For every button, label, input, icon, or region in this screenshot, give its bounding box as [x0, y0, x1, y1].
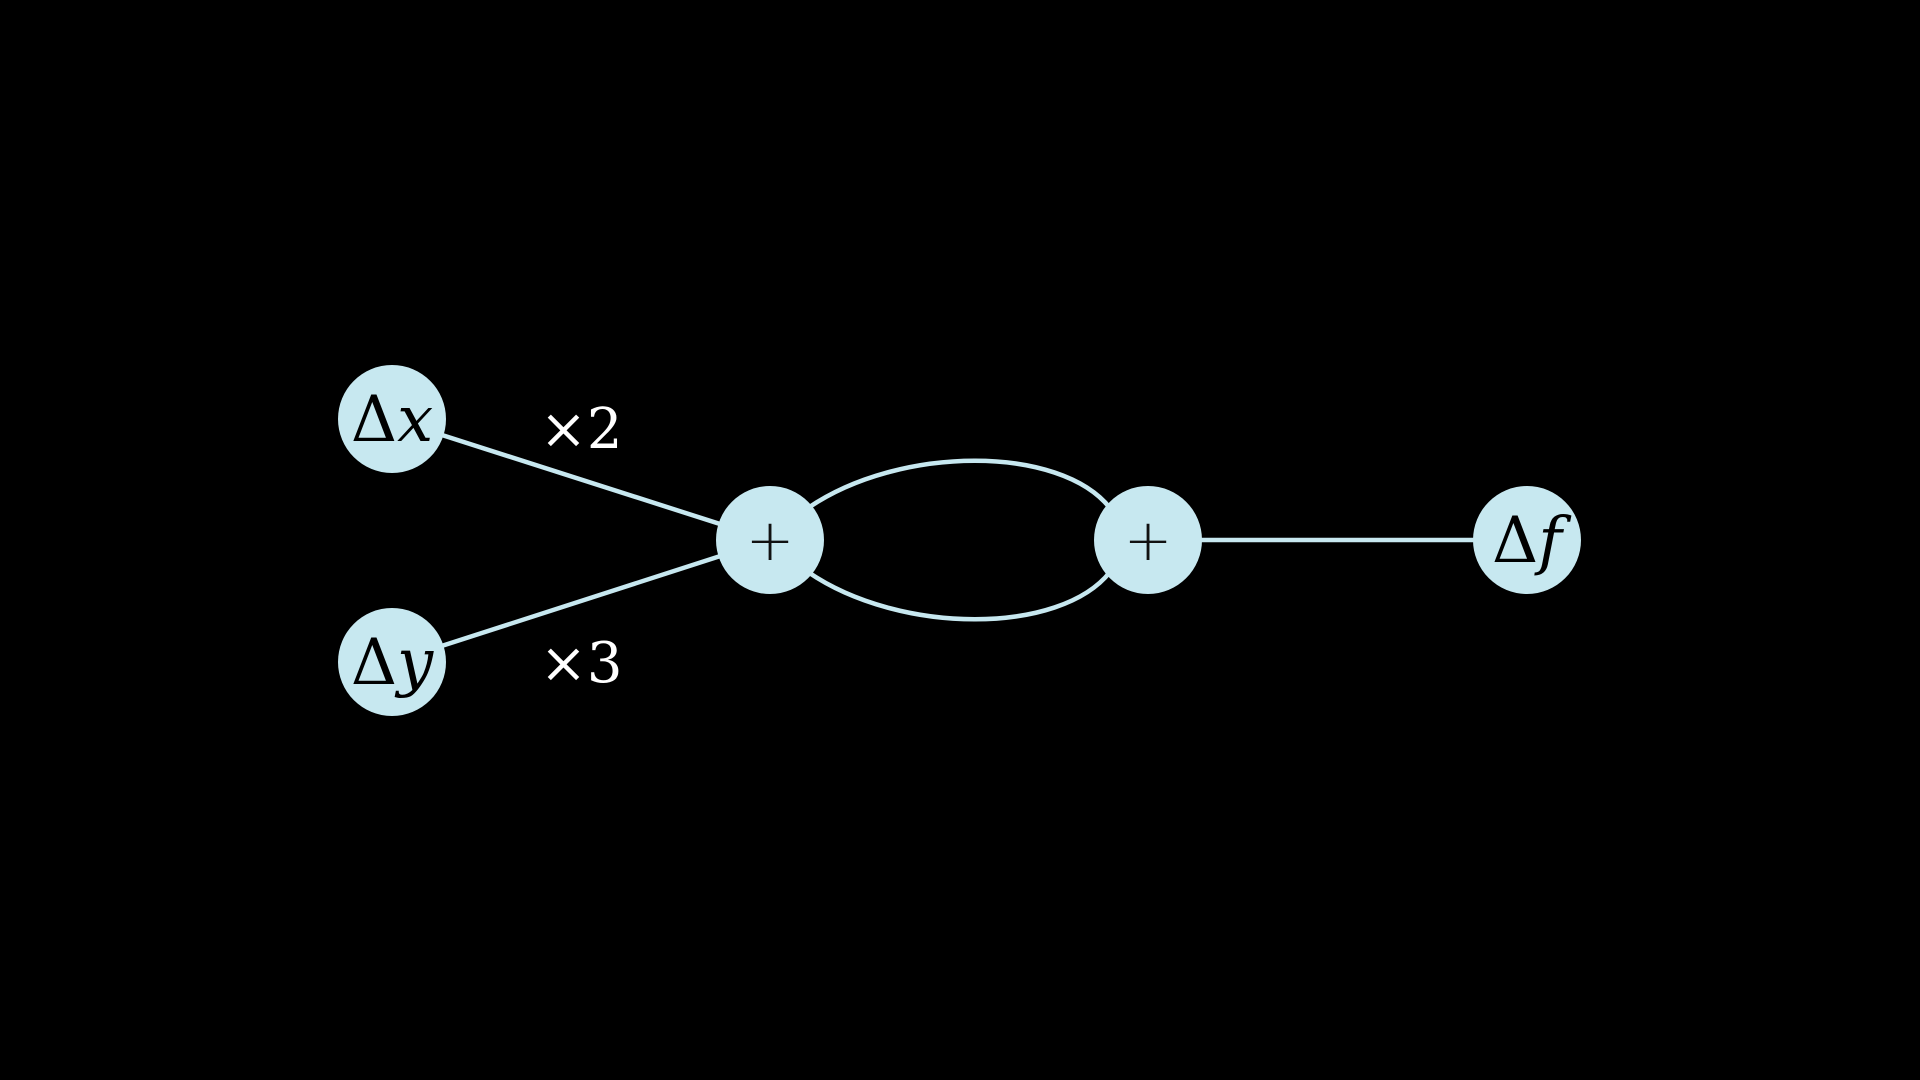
- node-var-x: x: [397, 383, 433, 457]
- edge-plus1-plus2-upper: [806, 458, 1112, 510]
- delta-symbol: Δ: [1492, 504, 1538, 578]
- node-var-y: y: [394, 626, 434, 700]
- node-delta-x: Δx: [338, 365, 446, 473]
- plus-1-label: +: [746, 506, 795, 574]
- svg-text:Δx: Δx: [351, 383, 433, 457]
- node-plus-1: +: [716, 486, 824, 594]
- plus-2-label: +: [1124, 506, 1173, 574]
- svg-text:Δy: Δy: [351, 626, 434, 700]
- node-delta-f: Δf: [1473, 486, 1581, 594]
- delta-symbol: Δ: [351, 383, 397, 457]
- edge-plus1-plus2-lower: [806, 570, 1112, 622]
- edge-dx-plus1: [391, 416, 771, 543]
- delta-symbol: Δ: [351, 626, 397, 700]
- edge-label-times-3: ×3: [540, 631, 623, 696]
- node-plus-2: +: [1094, 486, 1202, 594]
- node-delta-y: Δy: [338, 608, 446, 716]
- edge-dy-plus1: [391, 537, 771, 665]
- edge-label-times-2: ×2: [540, 397, 623, 462]
- svg-text:Δf: Δf: [1492, 504, 1572, 578]
